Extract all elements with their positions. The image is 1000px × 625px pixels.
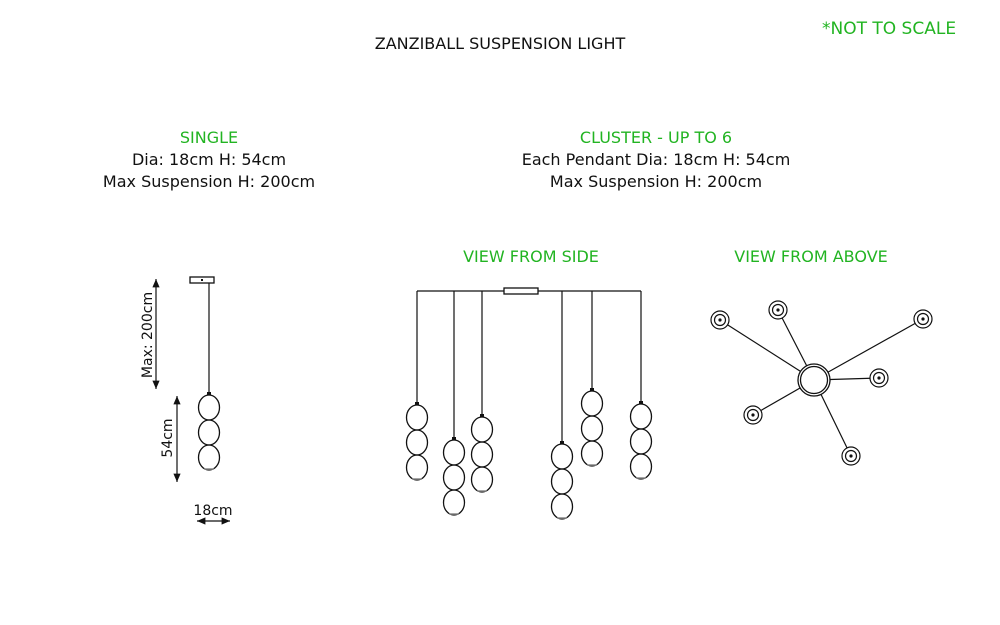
glass-sphere [550, 443, 574, 470]
single-pendant-drawing [152, 276, 230, 525]
pendant-top-inner [746, 408, 760, 422]
cluster-canopy [503, 287, 539, 295]
page-title: ZANZIBALL SUSPENSION LIGHT [374, 34, 626, 53]
cluster-dimensions: Each Pendant Dia: 18cm H: 54cm [521, 150, 791, 169]
ceiling-canopy [189, 276, 215, 284]
single-pendant [197, 392, 221, 471]
width-dimension: 18cm [193, 503, 233, 519]
glass-sphere [470, 466, 494, 493]
above-view-label: VIEW FROM ABOVE [734, 247, 888, 266]
cluster-pendant [550, 441, 574, 520]
cluster-suspension: Max Suspension H: 200cm [549, 172, 763, 191]
single-heading: SINGLE [179, 128, 239, 147]
glass-sphere [580, 440, 604, 467]
height-dimension: 54cm [160, 418, 176, 458]
pendant-top-inner [713, 313, 727, 327]
not-to-scale-note: *NOT TO SCALE [822, 19, 957, 39]
glass-sphere [442, 489, 466, 516]
glass-sphere [629, 428, 653, 455]
glass-sphere [442, 439, 466, 466]
arm-line [719, 319, 815, 381]
cluster-top-view [710, 300, 933, 466]
arm-line [813, 318, 924, 381]
pendant-top-inner [916, 312, 930, 326]
glass-sphere [580, 415, 604, 442]
glass-sphere [197, 419, 221, 446]
single-dimensions: Dia: 18cm H: 54cm [131, 150, 287, 169]
glass-sphere [550, 468, 574, 495]
cluster-pendant [580, 388, 604, 467]
glass-sphere [470, 416, 494, 443]
glass-sphere [629, 403, 653, 430]
glass-sphere [405, 429, 429, 456]
pendant-top-inner [844, 449, 858, 463]
glass-sphere [197, 394, 221, 421]
cluster-pendant [629, 401, 653, 480]
glass-sphere [405, 404, 429, 431]
pendant-top-inner [872, 371, 886, 385]
glass-sphere [550, 493, 574, 520]
cluster-heading: CLUSTER - UP TO 6 [579, 128, 733, 147]
glass-sphere [629, 453, 653, 480]
glass-sphere [405, 454, 429, 481]
max-suspension-dimension: Max: 200cm [140, 291, 156, 379]
glass-sphere [442, 464, 466, 491]
pendant-top-inner [771, 303, 785, 317]
canopy-top-outer [797, 363, 831, 397]
glass-sphere [470, 441, 494, 468]
side-view-label: VIEW FROM SIDE [463, 247, 599, 266]
canopy-top-inner [799, 365, 829, 395]
single-suspension: Max Suspension H: 200cm [102, 172, 316, 191]
cluster-pendant [405, 402, 429, 481]
cluster-side-view [405, 287, 653, 520]
cluster-pendant [470, 414, 494, 493]
glass-sphere [197, 444, 221, 471]
cluster-pendant [442, 437, 466, 516]
glass-sphere [580, 390, 604, 417]
